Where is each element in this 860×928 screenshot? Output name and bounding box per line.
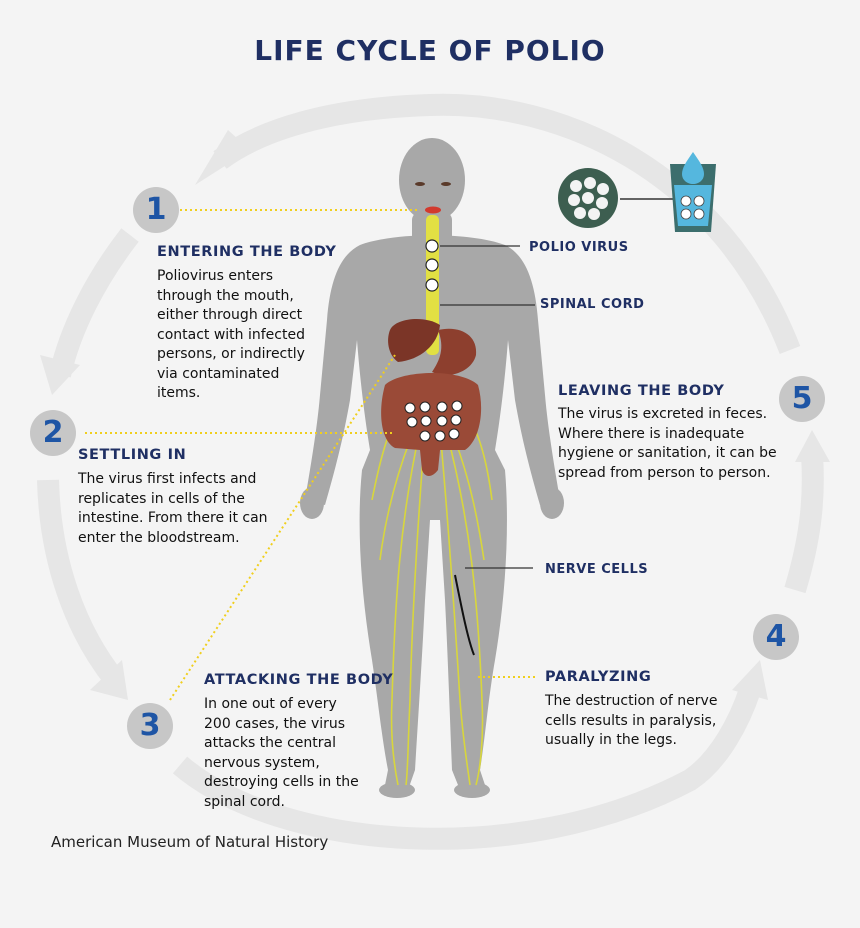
mouth bbox=[425, 206, 441, 214]
cycle-arrow-bottom bbox=[172, 686, 761, 850]
text-line: In one out of every bbox=[204, 696, 337, 712]
liver bbox=[388, 318, 440, 362]
step-number-4: 4 bbox=[753, 614, 799, 660]
text-line: hygiene or sanitation, it can be bbox=[558, 445, 777, 461]
nerve-network bbox=[371, 419, 493, 786]
virus-cluster bbox=[404, 400, 463, 442]
step-number-3: 3 bbox=[127, 703, 173, 749]
step-number-5: 5 bbox=[779, 376, 825, 422]
arrowhead-left-upper bbox=[40, 355, 80, 395]
text-line: via contaminated bbox=[157, 365, 280, 382]
text-line: destroying cells in the bbox=[204, 774, 359, 790]
text-line: nervous system, bbox=[204, 754, 320, 771]
text-line: intestine. From there it can bbox=[78, 510, 268, 526]
text-line: attacks the central bbox=[204, 735, 337, 751]
polio-virus-icon bbox=[558, 168, 618, 228]
callout-lines bbox=[440, 245, 535, 569]
cycle-arrow-top bbox=[213, 93, 801, 354]
cycle-arrows bbox=[37, 93, 824, 850]
text-line: through the mouth, bbox=[157, 287, 294, 304]
text-line: usually in the legs. bbox=[545, 732, 677, 748]
step-number-1: 1 bbox=[133, 187, 179, 233]
callout-nerve-cells: NERVE CELLS bbox=[545, 562, 649, 577]
text-line: contact with infected bbox=[157, 326, 305, 343]
page-title: LIFE CYCLE OF POLIO bbox=[254, 34, 606, 67]
text-line: spinal cord. bbox=[204, 793, 285, 810]
face bbox=[415, 182, 451, 214]
intestine bbox=[381, 372, 482, 476]
arrowhead-left-lower bbox=[90, 660, 128, 700]
text-line: The virus first infects and bbox=[78, 471, 257, 487]
cycle-arrow-left-upper bbox=[49, 228, 139, 378]
text-line: cells results in paralysis, bbox=[545, 712, 717, 729]
human-body-figure bbox=[300, 138, 564, 798]
arrowhead-bottom bbox=[732, 660, 768, 700]
credit-text: American Museum of Natural History bbox=[51, 833, 329, 851]
step-text-entering: Poliovirus enters through the mouth, eit… bbox=[157, 267, 305, 404]
step-number-2: 2 bbox=[30, 410, 76, 456]
text-line: 200 cases, the virus bbox=[204, 715, 346, 732]
cycle-arrow-left-lower bbox=[37, 479, 124, 687]
dotted-connectors bbox=[85, 209, 538, 701]
cycle-arrow-right bbox=[784, 454, 824, 594]
step-text-attacking: In one out of every 200 cases, the virus… bbox=[204, 695, 359, 812]
cycle-arrowheads bbox=[40, 130, 830, 700]
stomach bbox=[432, 328, 477, 376]
water-drop-icon bbox=[682, 152, 704, 184]
text-line: Poliovirus enters bbox=[157, 268, 274, 284]
arrowhead-right bbox=[795, 430, 830, 462]
step-heading-settling: SETTLING IN bbox=[78, 447, 187, 463]
step-heading-leaving: LEAVING THE BODY bbox=[558, 383, 725, 399]
text-line: replicates in cells of the bbox=[78, 490, 245, 507]
water-glass-icon bbox=[670, 152, 716, 232]
step-text-settling: The virus first infects and replicates i… bbox=[78, 470, 268, 548]
step-text-leaving: The virus is excreted in feces. Where th… bbox=[558, 405, 777, 483]
callout-spinal-cord: SPINAL CORD bbox=[540, 297, 645, 312]
text-line: The destruction of nerve bbox=[545, 693, 718, 709]
text-line: persons, or indirectly bbox=[157, 346, 305, 362]
step-text-paralyzing: The destruction of nerve cells results i… bbox=[545, 692, 717, 751]
step-heading-attacking: ATTACKING THE BODY bbox=[204, 672, 394, 688]
spinal-cord bbox=[425, 215, 439, 355]
text-line: items. bbox=[157, 385, 201, 401]
text-line: Where there is inadequate bbox=[558, 425, 745, 442]
step-heading-entering: ENTERING THE BODY bbox=[157, 244, 337, 260]
callout-polio-virus: POLIO VIRUS bbox=[529, 240, 629, 255]
arrowhead-top bbox=[195, 130, 250, 185]
text-line: enter the bloodstream. bbox=[78, 529, 240, 546]
text-line: spread from person to person. bbox=[558, 464, 771, 481]
text-line: The virus is excreted in feces. bbox=[558, 406, 768, 422]
damaged-nerve bbox=[454, 574, 475, 656]
text-line: either through direct bbox=[157, 307, 303, 323]
digestive-organs bbox=[381, 318, 482, 476]
step-heading-paralyzing: PARALYZING bbox=[545, 669, 652, 685]
